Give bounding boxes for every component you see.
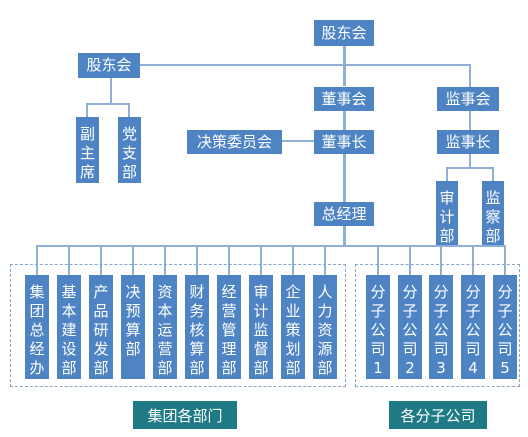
dept-box: 资本运营部 [153,275,177,379]
connector-to-supervisory [469,64,471,88]
subsidiary-box: 分子公司4 [461,275,485,379]
node-inspection-dept: 监察部 [482,181,504,245]
node-board: 董事会 [314,87,374,111]
connector-left-shareholders-down [110,78,112,104]
connector-chairman-to-gm [343,152,346,202]
connector-vice-party [86,103,130,105]
connector-committee-chairman [282,140,320,142]
dept-box: 审计监督部 [249,275,273,379]
drop-dept-5 [164,245,166,275]
connector-party [128,103,130,117]
node-top-shareholders: 股东会 [314,20,374,46]
node-vice-chairman: 副主席 [76,117,99,183]
connector-supervisory-to-chief [469,111,471,131]
subsidiary-box: 分子公司3 [429,275,453,379]
drop-dept-1 [36,245,38,275]
drop-dept-10 [324,245,326,275]
drop-dept-9 [292,245,294,275]
node-chairman: 董事长 [314,130,374,154]
dept-box: 企业策划部 [281,275,305,379]
node-supervisory-board: 监事会 [437,87,499,111]
connector-gm-down [343,225,346,245]
drop-sub-2 [409,245,411,275]
dept-box: 基本建设部 [57,275,81,379]
connector-audit [446,167,448,181]
dept-box: 产品研发部 [89,275,113,379]
drop-dept-3 [100,245,102,275]
node-audit-dept: 审计部 [436,181,458,245]
dept-box: 集团总经办 [25,275,49,379]
subsidiary-box: 分子公司1 [366,275,390,379]
drop-sub-3 [440,245,442,275]
drop-sub-5 [504,245,506,275]
connector-audit-inspection [446,167,494,169]
drop-dept-7 [228,245,230,275]
drop-dept-2 [68,245,70,275]
connector-top-to-board [343,46,346,86]
node-decision-committee: 决策委员会 [187,130,282,154]
connector-board-to-chairman [343,111,346,131]
dept-box: 人力资源部 [313,275,337,379]
connector-bottom-horizontal [36,245,506,247]
node-left-shareholders: 股东会 [78,53,140,78]
dept-box: 决预算部 [121,275,145,379]
connector-horizontal-shareholders [138,64,471,66]
node-chief-supervisor: 监事长 [437,130,499,154]
drop-sub-4 [472,245,474,275]
drop-sub-1 [377,245,379,275]
dept-box: 财务核算部 [185,275,209,379]
departments-group-frame [10,264,346,387]
dept-box: 经营管理部 [217,275,241,379]
subsidiary-box: 分子公司2 [398,275,422,379]
connector-inspection [492,167,494,181]
drop-dept-8 [260,245,262,275]
node-party-branch: 党支部 [118,117,141,183]
connector-vice [86,103,88,117]
departments-group-label: 集团各部门 [133,401,237,429]
subsidiary-box: 分子公司5 [493,275,517,379]
subsidiaries-group-label: 各分子公司 [389,401,487,429]
node-general-manager: 总经理 [314,202,374,226]
connector-chief-down [469,152,471,168]
subsidiaries-group-frame [355,264,520,387]
drop-dept-4 [132,245,134,275]
drop-dept-6 [196,245,198,275]
